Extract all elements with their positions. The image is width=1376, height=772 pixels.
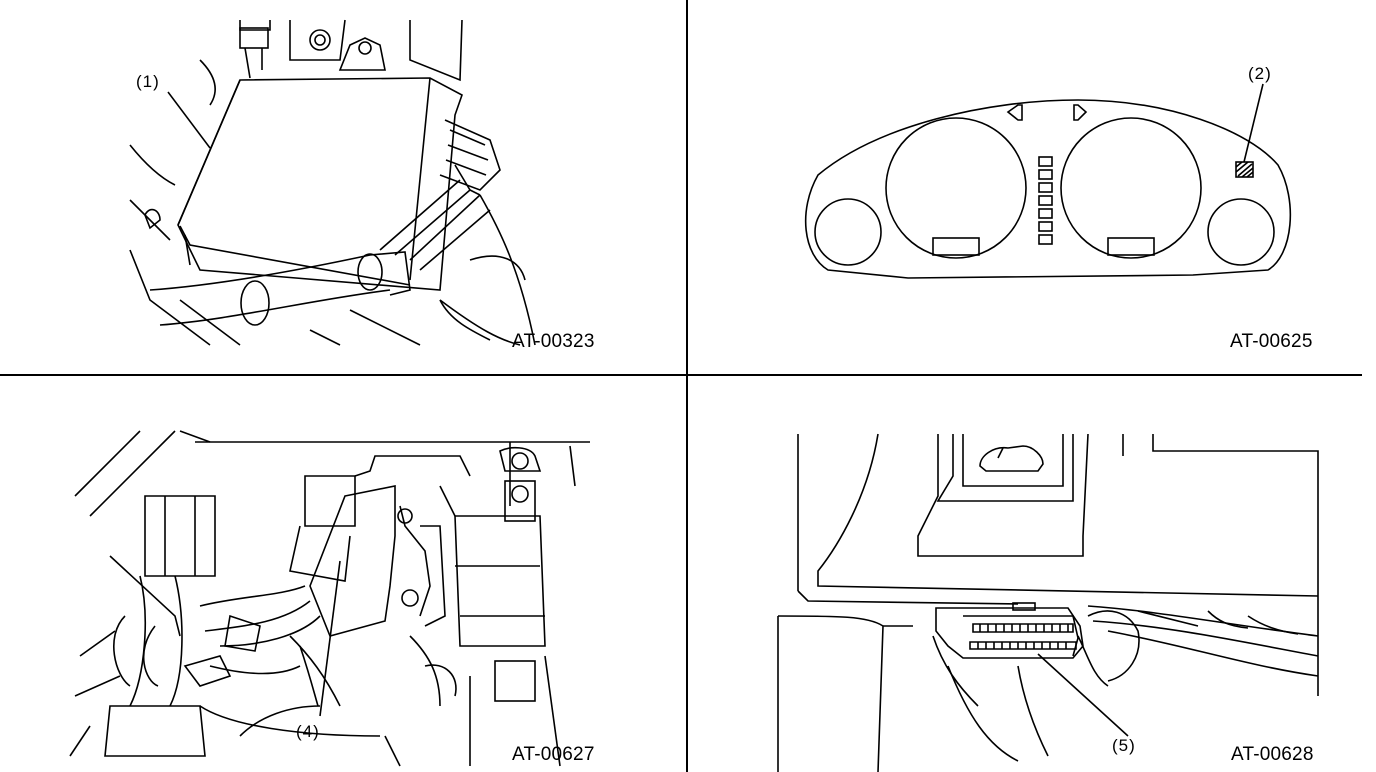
horizontal-divider <box>0 374 1362 376</box>
figure-tcm-unit: (1) AT-00323 <box>0 0 686 374</box>
cluster-illustration <box>804 83 1292 279</box>
callout-label: (5) <box>1112 736 1136 755</box>
obd-illustration <box>777 433 1319 772</box>
tcm-illustration <box>129 19 536 346</box>
figure-connector-detail: (4) AT-00627 <box>0 376 686 772</box>
figure-code: AT-00627 <box>512 744 595 765</box>
figure-obd-connector: (5) AT-00628 <box>688 376 1362 772</box>
callout-label: (4) <box>296 722 320 741</box>
vertical-divider <box>686 0 688 772</box>
figure-code: AT-00625 <box>1230 331 1313 352</box>
figure-code: AT-00323 <box>512 331 595 352</box>
figure-instrument-cluster: (2) AT-00625 <box>688 0 1362 374</box>
callout-label: (1) <box>136 72 160 91</box>
connector-illustration <box>69 430 590 767</box>
callout-label: (2) <box>1248 64 1272 83</box>
figure-code: AT-00628 <box>1231 744 1314 765</box>
